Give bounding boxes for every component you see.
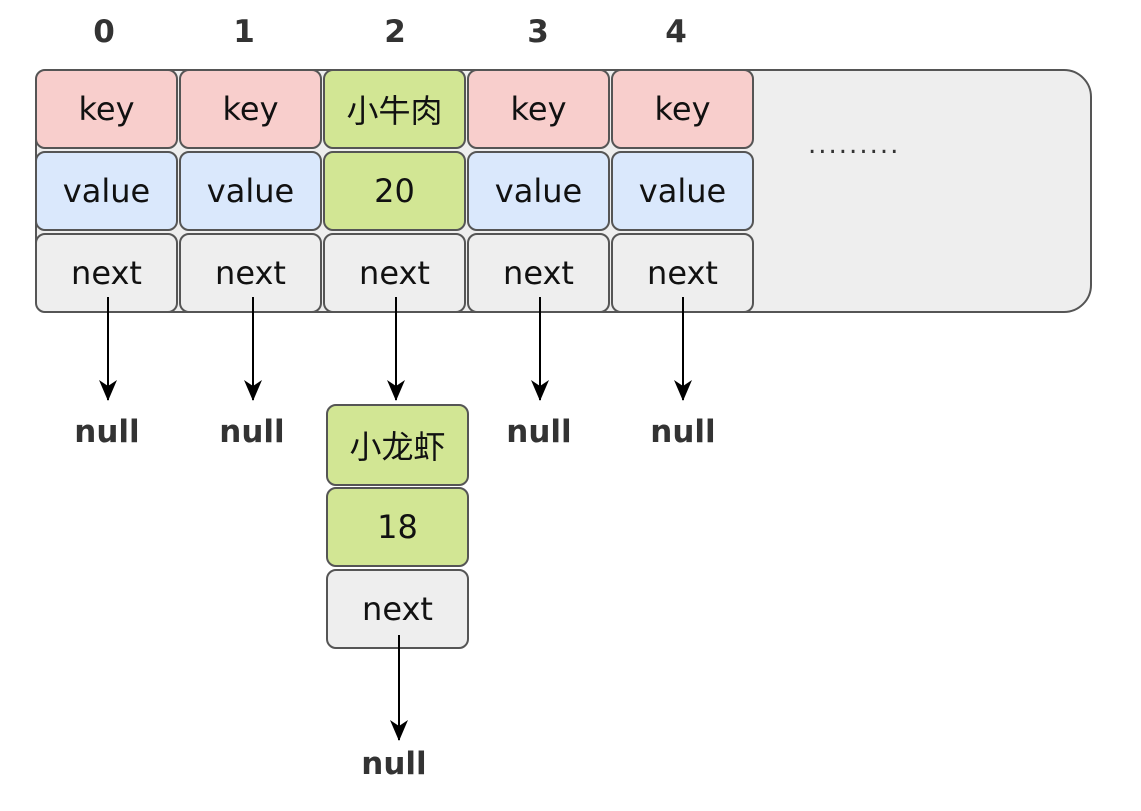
null-label-slot-0: null [74,414,140,450]
index-label-1: 1 [233,14,255,50]
arrowhead-icon [244,380,262,401]
arrowhead-icon [531,380,549,401]
slot-3-key: key [467,69,610,149]
slot-3-value: value [467,151,610,231]
null-label-slot-4: null [650,414,716,450]
slot-2-value: 20 [323,151,466,231]
slot-0-key: key [35,69,178,149]
ellipsis-more-slots: ......... [808,130,901,160]
slot-2-key: 小牛肉 [323,69,466,149]
null-label-slot-3: null [506,414,572,450]
arrowhead-icon [390,720,408,741]
null-label-slot-1: null [219,414,285,450]
index-label-2: 2 [384,14,406,50]
chain-node-next: next [326,569,469,649]
slot-3-next: next [467,233,610,313]
slot-4-key: key [611,69,754,149]
chain-node-key: 小龙虾 [326,404,469,486]
index-label-0: 0 [93,14,115,50]
arrowhead-icon [99,380,117,401]
slot-1-key: key [179,69,322,149]
chain-node-value: 18 [326,487,469,567]
slot-1-next: next [179,233,322,313]
null-label-chain-end: null [361,746,427,782]
slot-2-next: next [323,233,466,313]
arrowhead-icon [674,380,692,401]
slot-0-next: next [35,233,178,313]
slot-1-value: value [179,151,322,231]
arrowhead-icon [387,380,405,401]
slot-0-value: value [35,151,178,231]
index-label-3: 3 [527,14,549,50]
slot-4-value: value [611,151,754,231]
index-label-4: 4 [665,14,687,50]
